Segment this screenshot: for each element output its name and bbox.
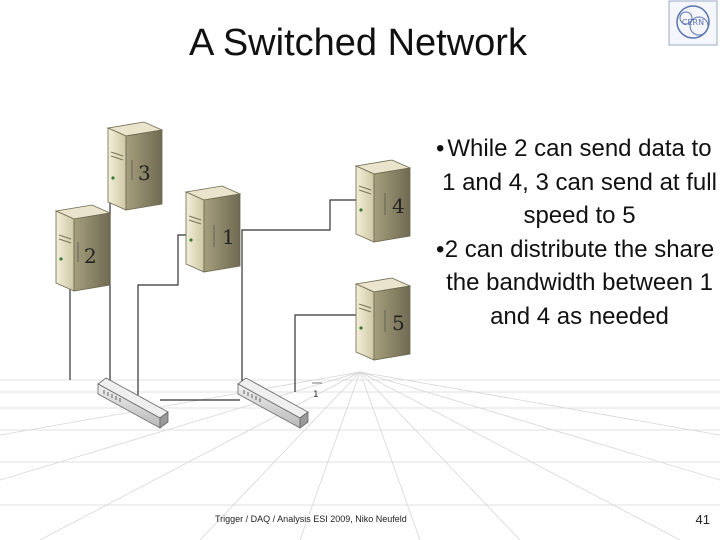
server-5 [354,277,412,361]
slide-footer: Trigger / DAQ / Analysis ESI 2009, Niko … [215,514,407,524]
cable-5 [294,314,365,392]
bullet-dot-icon: • [436,235,445,263]
bullet-dot-icon: • [436,135,445,162]
cable-4 [241,199,365,385]
server-4 [354,159,412,243]
server-1-label: 1 [222,225,235,249]
server-4-label: 4 [392,194,405,218]
port-label: 1 [313,390,319,400]
switch-left [97,377,169,429]
page-number: 41 [695,512,710,527]
server-2-label: 2 [84,244,97,268]
bullet-item: •While 2 can send data to 1 and 4, 3 can… [432,132,717,233]
svg-text:CERN: CERN [682,18,704,27]
server-3-label: 3 [138,161,151,185]
switch-right [237,377,309,429]
slide-title: A Switched Network [189,22,527,64]
bullet-item: •2 can distribute the share the bandwidt… [432,233,717,334]
bullet-list: •While 2 can send data to 1 and 4, 3 can… [432,132,717,333]
server-1 [184,185,242,273]
network-diagram: 3 2 1 [54,121,412,429]
server-2 [54,204,112,292]
server-5-label: 5 [392,311,405,335]
cern-logo: CERN [668,0,718,46]
server-3 [106,121,164,211]
